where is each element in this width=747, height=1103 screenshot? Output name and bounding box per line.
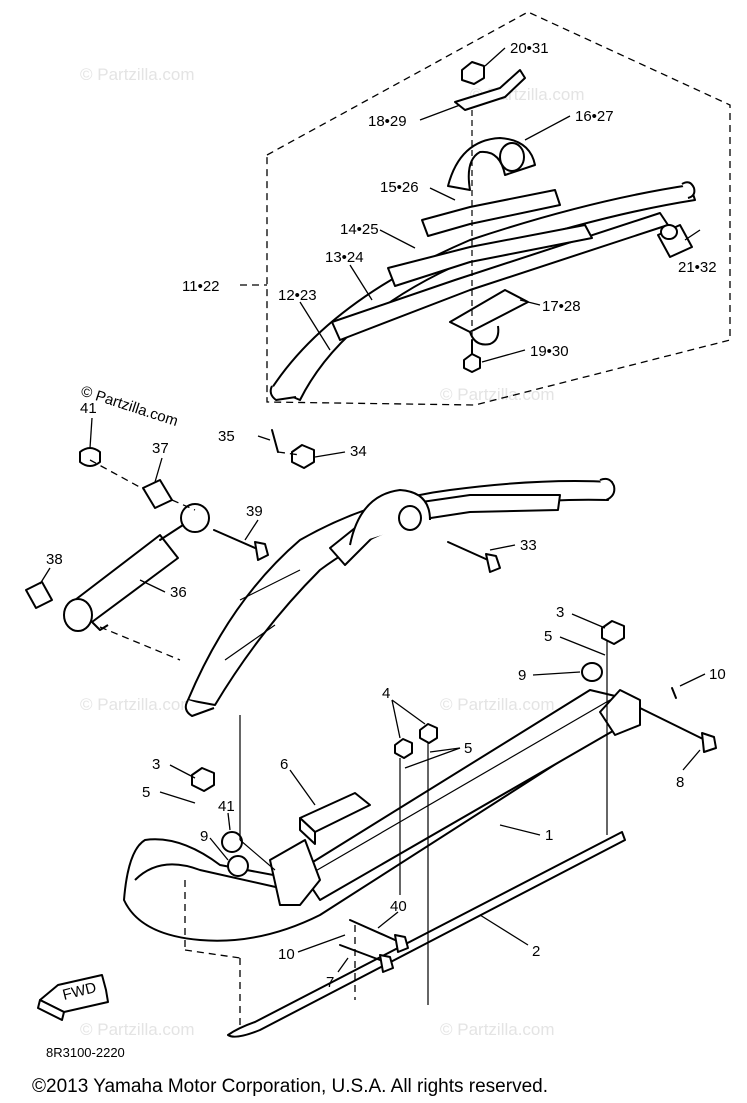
part-label: 21•32 <box>678 259 717 276</box>
leader-lines <box>39 47 706 973</box>
part-label: 4 <box>382 685 390 702</box>
part-labels: 20•31 18•29 16•27 15•26 14•25 13•24 11•2… <box>46 40 726 991</box>
part-label: 3 <box>152 756 160 773</box>
part-label: 13•24 <box>325 249 364 266</box>
watermark-text: © Partzilla.com <box>440 695 555 714</box>
part-label: 17•28 <box>542 298 581 315</box>
part-label: 7 <box>326 974 334 991</box>
leaf-spring-exploded <box>269 61 696 401</box>
part-label: 20•31 <box>510 40 549 57</box>
part-label: 39 <box>246 503 263 520</box>
part-label: 6 <box>280 756 288 773</box>
shock-absorber <box>63 503 210 632</box>
part-label: 18•29 <box>368 113 407 130</box>
ski <box>123 620 717 1038</box>
part-label: 16•27 <box>575 108 614 125</box>
part-label: 34 <box>350 443 367 460</box>
part-label: 9 <box>200 828 208 845</box>
part-label: 2 <box>532 943 540 960</box>
part-label: 5 <box>142 784 150 801</box>
part-label: 19•30 <box>530 343 569 360</box>
part-label: 10 <box>278 946 295 963</box>
part-label: 12•23 <box>278 287 317 304</box>
part-label: 14•25 <box>340 221 379 238</box>
part-label: 33 <box>520 537 537 554</box>
part-label: 40 <box>390 898 407 915</box>
small-parts <box>25 429 501 609</box>
watermark-text: © Partzilla.com <box>440 1020 555 1039</box>
part-label: 1 <box>545 827 553 844</box>
watermark-text: © Partzilla.com <box>440 385 555 404</box>
part-label: 35 <box>218 428 235 445</box>
part-label: 3 <box>556 604 564 621</box>
leaf-spring-assembled <box>184 477 616 717</box>
copyright-notice: ©2013 Yamaha Motor Corporation, U.S.A. A… <box>32 1076 548 1097</box>
watermark-text: © Partzilla.com <box>80 695 195 714</box>
part-label: 11•22 <box>182 278 220 295</box>
diagram-code: 8R3100-2220 <box>46 1045 125 1060</box>
part-label: 5 <box>464 740 472 757</box>
part-label: 41 <box>80 400 97 417</box>
forward-arrow-icon: FWD <box>37 974 109 1021</box>
part-label: 15•26 <box>380 179 419 196</box>
watermark-text: © Partzilla.com <box>80 1020 195 1039</box>
part-label: 37 <box>152 440 169 457</box>
part-label: 5 <box>544 628 552 645</box>
part-label: 8 <box>676 774 684 791</box>
part-label: 38 <box>46 551 63 568</box>
part-label: 41 <box>218 798 235 815</box>
leaf-spring-kit-outline <box>266 11 731 406</box>
watermark-text: © Partzilla.com <box>80 65 195 84</box>
part-label: 36 <box>170 584 187 601</box>
part-label: 10 <box>709 666 726 683</box>
part-label: 9 <box>518 667 526 684</box>
alignment-lines <box>89 451 608 1030</box>
